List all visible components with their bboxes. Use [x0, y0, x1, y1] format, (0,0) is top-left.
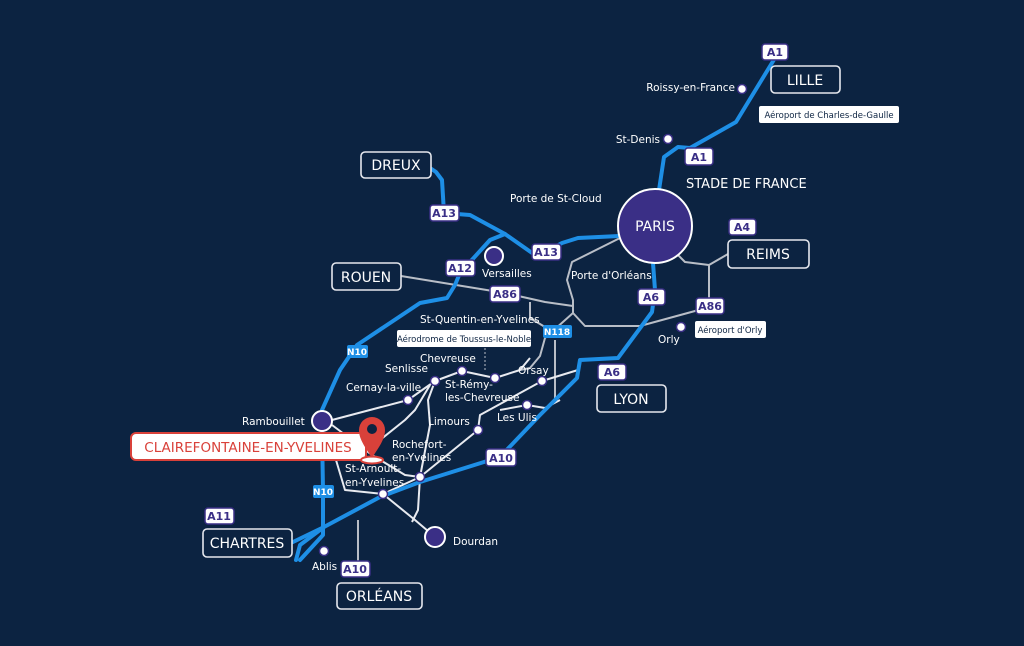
town-dot	[675, 321, 687, 333]
svg-text:A10: A10	[343, 563, 367, 576]
versailles-node	[484, 246, 504, 266]
town-label: Limours	[428, 416, 470, 428]
stade-label: STADE DE FRANCE	[686, 177, 807, 192]
city-label: CHARTRES	[210, 536, 285, 552]
paris-label: PARIS	[635, 219, 675, 235]
road-badge-a10-mid: A10	[485, 448, 517, 467]
city-label: LILLE	[787, 73, 823, 89]
town-dot	[736, 83, 748, 95]
town-label: Dourdan	[453, 536, 498, 548]
road-badge-a86-east: A86	[695, 297, 725, 315]
town-label: Orly	[658, 334, 680, 346]
svg-text:A1: A1	[767, 46, 783, 59]
highway-a10-south	[294, 525, 326, 562]
town-dot	[662, 133, 674, 145]
highway-a6-a10	[291, 261, 657, 544]
city-box-reims[interactable]: REIMS	[727, 239, 810, 269]
road-badge-a12: A12	[445, 259, 476, 277]
town-label: St-Quentin-en-Yvelines	[420, 314, 540, 326]
town-label: en-Yvelines	[392, 452, 451, 464]
svg-text:A6: A6	[604, 366, 621, 379]
road-badge-a4: A4	[728, 218, 757, 236]
town-label: Senlisse	[385, 363, 428, 375]
road-badge-a86-west: A86	[489, 285, 521, 303]
city-label: ROUEN	[341, 270, 391, 286]
airport-orly[interactable]: Aéroport d'Orly	[695, 321, 766, 338]
highlight-clairefontaine[interactable]: CLAIREFONTAINE-EN-YVELINES	[130, 417, 385, 465]
svg-text:A11: A11	[207, 510, 231, 523]
svg-text:N10: N10	[313, 488, 333, 498]
svg-text:A4: A4	[734, 221, 751, 234]
city-box-dreux[interactable]: DREUX	[360, 151, 432, 179]
town-label: Orsay	[518, 365, 549, 377]
road-badge-a13-west: A13	[429, 204, 460, 222]
airport-toussus[interactable]: Aérodrome de Toussus-le-Noble	[397, 330, 531, 347]
svg-text:Aéroport de Charles-de-Gaulle: Aéroport de Charles-de-Gaulle	[764, 110, 893, 121]
city-box-lille[interactable]: LILLE	[770, 65, 841, 94]
town-label: Rambouillet	[242, 416, 305, 428]
city-label: ORLÉANS	[346, 588, 412, 605]
road-badge-a6-bottom: A6	[597, 363, 627, 381]
svg-text:A12: A12	[448, 262, 472, 275]
town-label: Porte de St-Cloud	[510, 193, 602, 205]
town-label: Porte d'Orléans	[571, 270, 652, 282]
town-label: Roissy-en-France	[646, 82, 735, 94]
svg-text:N118: N118	[544, 328, 570, 338]
svg-text:Aéroport d'Orly: Aéroport d'Orly	[698, 325, 763, 336]
town-label: Rochefort-	[392, 439, 447, 451]
road-badge-a11: A11	[204, 507, 235, 525]
rambouillet-node	[311, 410, 333, 432]
road-badge-a13-east: A13	[531, 243, 562, 261]
paris-node[interactable]: PARIS	[617, 188, 693, 264]
city-box-rouen[interactable]: ROUEN	[331, 262, 402, 291]
svg-text:A86: A86	[698, 300, 722, 313]
towns: Roissy-en-France St-Denis STADE DE FRANC…	[242, 82, 807, 573]
road-badge-a1-mid: A1	[684, 147, 714, 166]
road-badge-a10-bottom: A10	[340, 560, 371, 578]
city-label: LYON	[613, 392, 648, 408]
svg-text:Aérodrome de Toussus-le-Noble: Aérodrome de Toussus-le-Noble	[397, 334, 531, 345]
highlight-label: CLAIREFONTAINE-EN-YVELINES	[144, 440, 351, 456]
svg-text:A10: A10	[489, 452, 513, 465]
road-badge-a6-top: A6	[637, 288, 666, 306]
town-label: Les Ulis	[497, 412, 537, 424]
dourdan-node	[424, 526, 446, 548]
town-label: les-Chevreuse	[445, 392, 519, 404]
svg-text:N10: N10	[347, 348, 367, 358]
town-label: St-Denis	[616, 134, 660, 146]
town-label: en-Yvelines	[345, 477, 404, 489]
svg-text:A13: A13	[432, 207, 456, 220]
city-box-lyon[interactable]: LYON	[596, 384, 667, 413]
town-label: Versailles	[482, 268, 532, 280]
city-box-chartres[interactable]: CHARTRES	[202, 528, 293, 558]
town-label: St-Arnoult-	[345, 463, 401, 475]
svg-text:A86: A86	[493, 288, 517, 301]
town-label: Chevreuse	[420, 353, 476, 365]
svg-text:A6: A6	[643, 291, 660, 304]
airport-cdg[interactable]: Aéroport de Charles-de-Gaulle	[759, 106, 899, 123]
road-badge-a1-top: A1	[761, 43, 789, 61]
city-label: REIMS	[746, 247, 790, 263]
town-label: St-Rémy-	[445, 379, 493, 391]
road-badge-n118: N118	[543, 325, 572, 338]
town-label: Ablis	[312, 561, 337, 573]
map-pin-icon	[359, 417, 385, 465]
svg-text:A1: A1	[691, 151, 707, 164]
road-badge-n10-bottom: N10	[313, 485, 334, 498]
road-badge-n10-top: N10	[347, 345, 368, 358]
highway-a1	[657, 56, 777, 192]
city-box-orleans[interactable]: ORLÉANS	[336, 582, 423, 610]
svg-text:A13: A13	[534, 246, 558, 259]
city-label: DREUX	[371, 158, 421, 174]
town-label: Cernay-la-ville	[346, 382, 421, 394]
